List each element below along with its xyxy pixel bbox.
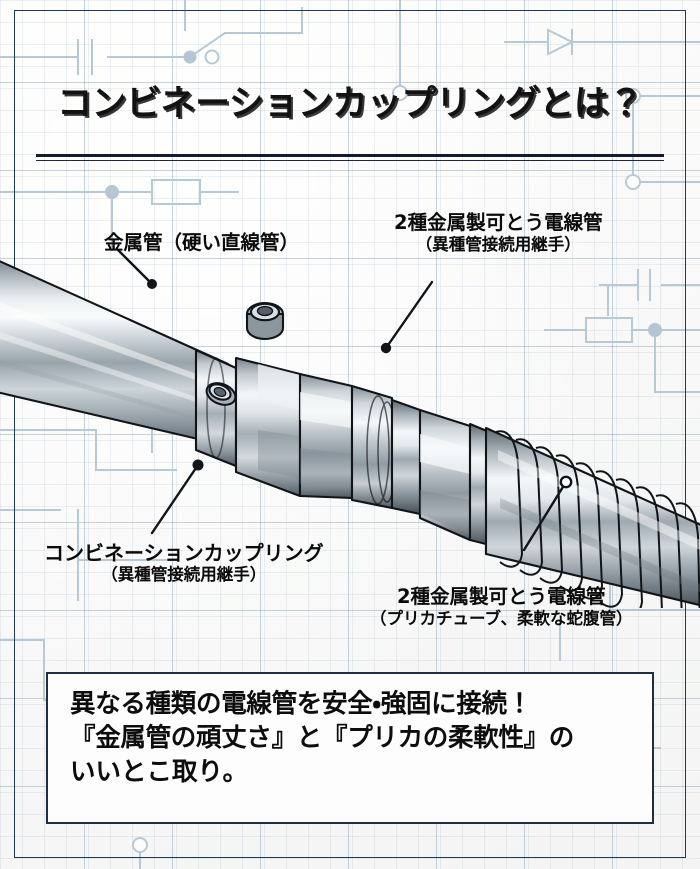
callout-flexible-bottom: 2種金属製可とう電線管 （プリカチューブ、柔軟な蛇腹管） — [370, 585, 633, 628]
summary-note-line1: 異なる種類の電線管を安全・強固に接続！ — [70, 689, 532, 719]
callout-coupling: コンビネーションカップリング （異種管接続用継手） — [44, 541, 324, 585]
hex-nut — [418, 408, 496, 548]
callout-flexible-bottom-line1: 2種金属製可とう電線管 — [396, 585, 606, 608]
summary-note-box: 異なる種類の電線管を安全・強固に接続！ 『金属管の頑丈さ』と『プリカの柔軟性』の… — [46, 672, 654, 824]
page-title: コンビネーションカップリングとは？ — [57, 84, 643, 124]
coupling-collar-band — [194, 348, 238, 468]
flexible-metal-conduit — [484, 426, 700, 608]
combination-coupling-body — [234, 356, 354, 500]
callout-flexible-top-line1: 2種金属製可とう電線管 — [394, 211, 603, 234]
set-screw-upper — [245, 301, 285, 341]
callout-flexible-top: 2種金属製可とう電線管 （異種管接続用継手） — [394, 211, 603, 254]
set-screw-lower — [205, 382, 237, 406]
lock-ring — [350, 384, 422, 516]
callout-flexible-bottom-line2: （プリカチューブ、柔軟な蛇腹管） — [370, 608, 633, 628]
conduit-illustration — [0, 178, 700, 608]
title-underline-thin — [36, 160, 664, 161]
rigid-metal-conduit — [0, 260, 230, 448]
page-title-wrapper: コンビネーションカップリングとは？ — [0, 86, 700, 123]
leader-lines — [116, 248, 573, 552]
callout-flexible-top-line2: （異種管接続用継手） — [415, 234, 581, 254]
callout-metal-pipe: 金属管（硬い直線管） — [104, 231, 300, 255]
callout-metal-pipe-line1: 金属管（硬い直線管） — [104, 231, 300, 254]
callout-coupling-line2: （異種管接続用継手） — [101, 565, 267, 585]
summary-note-line2: 『金属管の頑丈さ』と『プリカの柔軟性』の — [70, 722, 575, 753]
title-underline-thick — [36, 154, 664, 157]
summary-note-line3: いいとこ取り。 — [70, 756, 248, 787]
callout-coupling-line1: コンビネーションカップリング — [44, 541, 324, 565]
